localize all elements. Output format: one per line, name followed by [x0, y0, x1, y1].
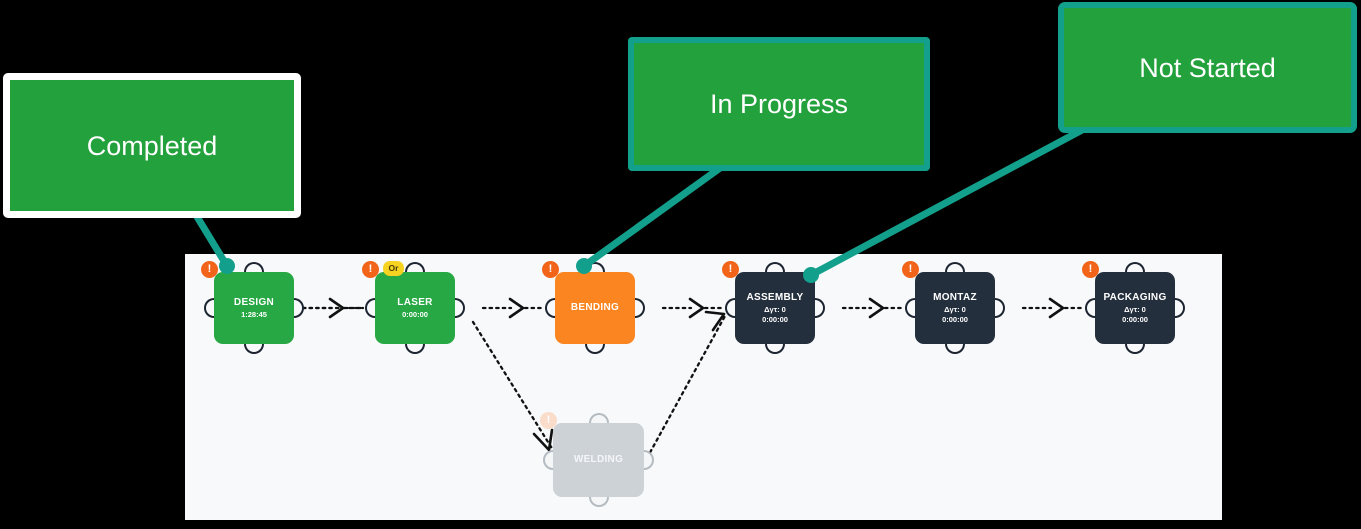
connection-port-icon[interactable] — [1125, 344, 1145, 354]
connection-port-icon[interactable] — [945, 344, 965, 354]
connection-port-icon[interactable] — [1125, 262, 1145, 272]
node-title: ASSEMBLY — [746, 291, 804, 303]
connection-port-icon[interactable] — [585, 262, 605, 272]
node-welding[interactable]: ! WELDING — [540, 412, 654, 507]
node-delta: Δγτ: 0 — [764, 304, 786, 314]
connection-port-icon[interactable] — [765, 262, 785, 272]
node-time: 1:28:45 — [241, 309, 267, 319]
arrowhead-assembly-in — [704, 310, 726, 332]
node-packaging[interactable]: ! PACKAGING Δγτ: 0 0:00:00 — [1082, 261, 1185, 354]
connection-port-icon[interactable] — [588, 497, 609, 507]
pointer-line-in-progress — [580, 164, 724, 270]
node-title: DESIGN — [233, 296, 275, 308]
arrowhead-1 — [328, 297, 345, 319]
node-title: WELDING — [573, 454, 624, 465]
connection-port-icon[interactable] — [635, 298, 645, 318]
connection-port-icon[interactable] — [945, 262, 965, 272]
warning-exclamation-icon[interactable]: ! — [201, 261, 218, 278]
connection-port-icon[interactable] — [244, 344, 264, 354]
callout-completed[interactable]: Completed — [3, 73, 301, 218]
warning-exclamation-icon[interactable]: ! — [540, 412, 557, 429]
callout-label: In Progress — [709, 89, 849, 119]
edge-layer — [301, 297, 1085, 460]
connection-port-icon[interactable] — [995, 298, 1005, 318]
connection-port-icon[interactable] — [405, 344, 425, 354]
arrowhead-4 — [868, 297, 885, 319]
edge-laser-welding — [471, 320, 555, 452]
node-delta: Δγτ: 0 — [1124, 304, 1146, 314]
node-title: PACKAGING — [1103, 291, 1167, 303]
node-title: MONTAZ — [933, 291, 977, 303]
node-laser[interactable]: ! Or LASER 0:00:00 — [362, 261, 465, 354]
node-time: 0:00:00 — [762, 315, 788, 324]
node-time: 0:00:00 — [402, 309, 428, 319]
connection-port-icon[interactable] — [905, 298, 915, 318]
node-design[interactable]: ! DESIGN 1:28:45 — [201, 261, 304, 354]
connection-port-icon[interactable] — [815, 298, 825, 318]
warning-exclamation-icon[interactable]: ! — [902, 261, 919, 278]
node-delta: Δγτ: 0 — [944, 304, 966, 314]
callout-label: Completed — [86, 130, 218, 161]
connection-port-icon[interactable] — [585, 344, 605, 354]
connection-port-icon[interactable] — [405, 262, 425, 272]
connection-port-icon[interactable] — [294, 298, 304, 318]
node-montaz[interactable]: ! MONTAZ Δγτ: 0 0:00:00 — [902, 261, 1005, 354]
warning-exclamation-icon[interactable]: ! — [1082, 261, 1099, 278]
workflow-canvas[interactable]: ! DESIGN 1:28:45 ! Or LASER 0:00:00 ! — [185, 254, 1222, 520]
connection-port-icon[interactable] — [1085, 298, 1095, 318]
warning-exclamation-icon[interactable]: ! — [362, 261, 379, 278]
arrowhead-2 — [508, 297, 525, 319]
node-time: 0:00:00 — [942, 315, 968, 324]
node-title: BENDING — [570, 302, 620, 313]
arrowhead-welding-in — [532, 428, 554, 452]
connection-port-icon[interactable] — [644, 450, 654, 470]
or-badge[interactable]: Or — [383, 261, 404, 276]
edge-welding-assembly — [645, 314, 727, 460]
node-time: 0:00:00 — [1122, 315, 1148, 324]
node-assembly[interactable]: ! ASSEMBLY Δγτ: 0 0:00:00 — [722, 261, 825, 354]
callout-label: Not Started — [1139, 52, 1276, 83]
connection-port-icon[interactable] — [765, 344, 785, 354]
connection-port-icon[interactable] — [543, 450, 553, 470]
connection-port-icon[interactable] — [588, 413, 609, 423]
node-title: LASER — [397, 296, 433, 308]
warning-exclamation-icon[interactable]: ! — [542, 261, 559, 278]
callout-in-progress[interactable]: In Progress — [628, 37, 930, 171]
warning-exclamation-icon[interactable]: ! — [722, 261, 739, 278]
node-bending[interactable]: ! BENDING — [542, 261, 645, 354]
connection-port-icon[interactable] — [365, 298, 375, 318]
connection-port-icon[interactable] — [455, 298, 465, 318]
connection-port-icon[interactable] — [545, 298, 555, 318]
connection-port-icon[interactable] — [725, 298, 735, 318]
connection-port-icon[interactable] — [204, 298, 214, 318]
connection-port-icon[interactable] — [1175, 298, 1185, 318]
callout-not-started[interactable]: Not Started — [1058, 2, 1357, 133]
arrowhead-5 — [1048, 297, 1065, 319]
arrowhead-3 — [688, 297, 705, 319]
connection-port-icon[interactable] — [244, 262, 264, 272]
